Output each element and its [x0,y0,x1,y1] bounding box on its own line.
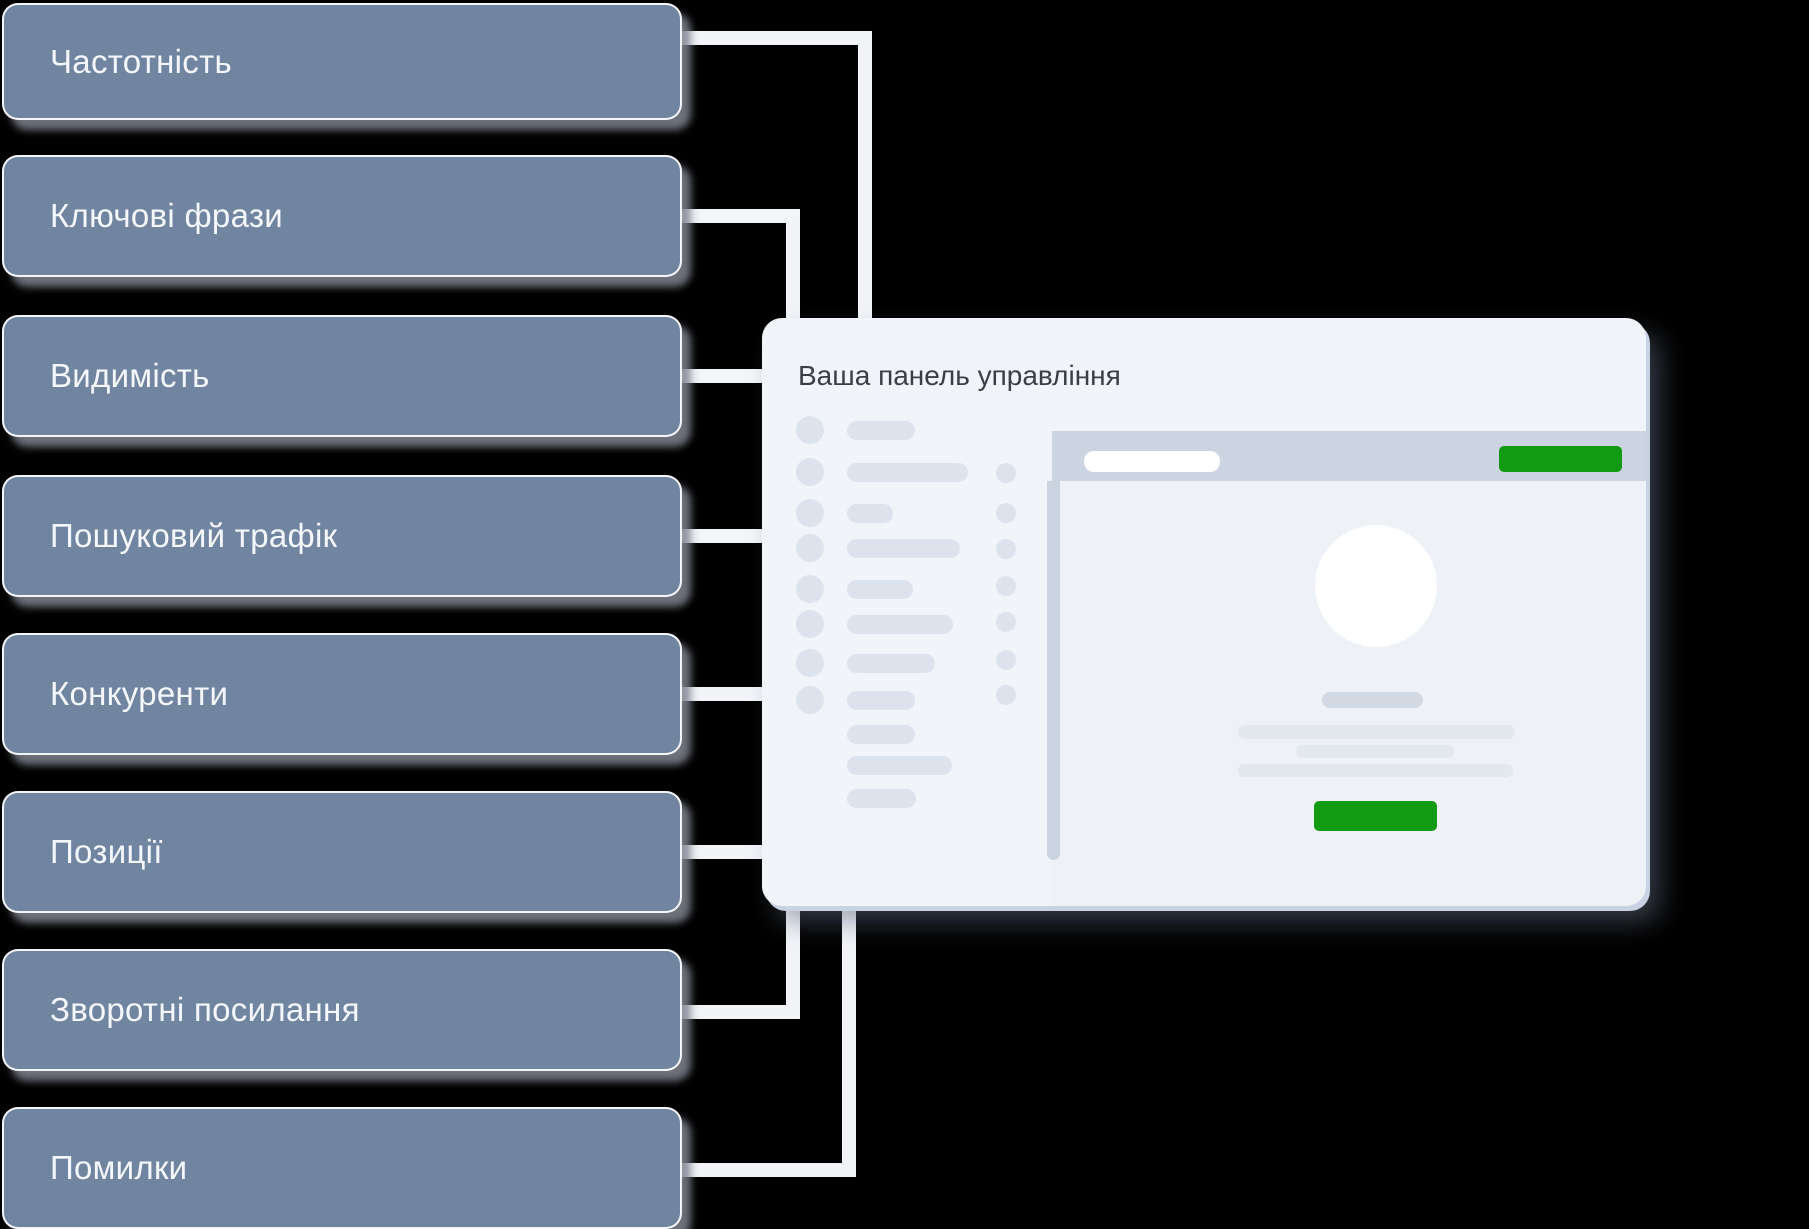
content-bar-long [1238,725,1515,739]
feature-box-label: Конкуренти [50,675,229,712]
skeleton-dot [996,650,1016,670]
feature-box-key-phrases: Ключові фрази [2,155,682,277]
dashboard-panel: Ваша панель управління [762,318,1646,906]
feature-box-frequency: Частотність [2,3,682,120]
skeleton-text-bar [847,580,913,599]
connector-line-backlinks-h [680,1005,800,1019]
skeleton-text-bar [847,654,935,673]
skeleton-text-bar [847,756,952,775]
skeleton-text-bar [847,691,915,710]
connector-line-backlinks-v [786,906,800,1019]
green-button-content [1314,801,1437,831]
skeleton-avatar-circle [796,534,824,562]
skeleton-text-bar [847,615,953,634]
skeleton-avatar-circle [796,649,824,677]
connector-line-visibility [680,369,766,383]
profile-avatar-circle [1315,525,1437,647]
skeleton-avatar-circle [796,686,824,714]
skeleton-dot [996,612,1016,632]
skeleton-dot [996,539,1016,559]
skeleton-avatar-circle [796,610,824,638]
feature-box-label: Позиції [50,833,163,870]
feature-box-label: Частотність [50,42,232,80]
skeleton-dot [996,503,1016,523]
connector-line-search-traffic [680,529,766,543]
feature-box-label: Помилки [50,1149,188,1186]
feature-box-label: Видимість [50,357,210,394]
connector-line-key-phrases-h [680,209,800,223]
skeleton-text-bar [847,504,893,523]
connector-line-key-phrases-v [786,209,800,318]
feature-box-competitors: Конкуренти [2,633,682,755]
skeleton-dot [996,685,1016,705]
skeleton-avatar-circle [796,499,824,527]
skeleton-avatar-circle [796,575,824,603]
feature-box-label: Ключові фрази [50,197,284,234]
skeleton-text-bar [847,789,916,808]
feature-box-search-traffic: Пошуковий трафік [2,475,682,597]
connector-line-frequency-h [680,31,872,45]
window-search-pill [1084,451,1220,472]
connector-line-errors-v [842,906,856,1177]
connector-line-errors-h [680,1163,856,1177]
skeleton-text-bar [847,421,915,440]
content-bar-long [1238,764,1513,777]
skeleton-dot [996,463,1016,483]
skeleton-dot [996,576,1016,596]
skeleton-text-bar [847,463,968,482]
panel-title: Ваша панель управління [798,360,1121,391]
content-bar-medium [1296,745,1454,758]
content-bar-small [1322,692,1423,708]
feature-box-visibility: Видимість [2,315,682,437]
green-button-header [1499,446,1622,472]
feature-box-errors: Помилки [2,1107,682,1229]
feature-box-positions: Позиції [2,791,682,913]
connector-line-competitors [680,687,766,701]
connector-line-positions [680,845,766,859]
skeleton-avatar-circle [796,416,824,444]
feature-box-label: Пошуковий трафік [50,517,338,554]
connector-line-frequency-v [858,31,872,318]
feature-box-label: Зворотні посилання [50,991,360,1028]
skeleton-avatar-circle [796,458,824,486]
feature-box-backlinks: Зворотні посилання [2,949,682,1071]
skeleton-text-bar [847,539,960,558]
skeleton-text-bar [847,725,915,744]
window-left-divider [1047,481,1060,860]
